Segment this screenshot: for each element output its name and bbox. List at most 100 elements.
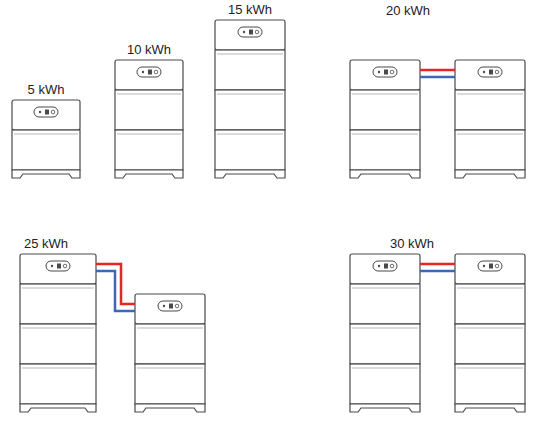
indicator-button: [154, 70, 158, 74]
power-module: [12, 100, 80, 130]
indicator-dot: [243, 31, 245, 33]
indicator-dot: [142, 71, 144, 73]
indicator-button: [51, 110, 55, 114]
status-indicator: [137, 67, 161, 77]
battery-module: [455, 90, 525, 130]
power-module: [350, 254, 420, 284]
indicator-icon: [45, 110, 49, 115]
indicator-icon: [489, 70, 493, 75]
status-indicator: [34, 107, 58, 117]
battery-module: [215, 130, 285, 170]
battery-base: [215, 170, 285, 178]
module-seam: [117, 134, 181, 135]
indicator-button: [63, 264, 67, 268]
indicator-icon: [148, 70, 152, 75]
module-seam: [352, 94, 418, 95]
indicator-icon: [57, 264, 61, 269]
capacity-label: 20 kWh: [386, 3, 430, 19]
battery-module: [350, 324, 420, 364]
indicator-dot: [483, 265, 485, 267]
indicator-button: [495, 70, 499, 74]
status-indicator: [238, 27, 262, 37]
power-module: [115, 60, 183, 90]
battery-module: [350, 364, 420, 404]
indicator-dot: [39, 111, 41, 113]
battery-module: [135, 364, 205, 404]
module-seam: [352, 288, 418, 289]
battery-module: [455, 364, 525, 404]
capacity-label: 5 kWh: [28, 82, 65, 98]
battery-base: [115, 170, 183, 178]
battery-base: [350, 404, 420, 412]
capacity-label: 10 kWh: [127, 42, 171, 58]
battery-module: [135, 324, 205, 364]
module-seam: [14, 134, 78, 135]
power-module: [215, 20, 285, 50]
module-seam: [217, 94, 283, 95]
power-cable: [420, 263, 455, 266]
module-seam: [22, 328, 94, 329]
indicator-icon: [384, 264, 388, 269]
module-seam: [137, 328, 203, 329]
battery-base: [455, 170, 525, 178]
indicator-icon: [489, 264, 493, 269]
battery-module: [350, 90, 420, 130]
power-module: [455, 254, 525, 284]
module-seam: [457, 288, 523, 289]
battery-module: [215, 50, 285, 90]
battery-module: [455, 130, 525, 170]
battery-base: [350, 170, 420, 178]
module-seam: [457, 328, 523, 329]
battery-module: [12, 130, 80, 170]
status-indicator: [373, 261, 397, 271]
module-seam: [352, 134, 418, 135]
module-seam: [217, 134, 283, 135]
battery-module: [115, 90, 183, 130]
module-seam: [457, 94, 523, 95]
battery-module: [350, 284, 420, 324]
indicator-dot: [483, 71, 485, 73]
power-cable: [96, 271, 135, 311]
capacity-label: 25 kWh: [24, 236, 68, 252]
indicator-dot: [378, 71, 380, 73]
battery-module: [455, 284, 525, 324]
status-indicator: [158, 301, 182, 311]
power-module: [455, 60, 525, 90]
battery-base: [12, 170, 80, 178]
indicator-button: [495, 264, 499, 268]
power-module: [350, 60, 420, 90]
battery-module: [20, 324, 96, 364]
status-indicator: [373, 67, 397, 77]
indicator-dot: [163, 305, 165, 307]
indicator-icon: [169, 304, 173, 309]
power-cable: [420, 76, 455, 79]
indicator-button: [390, 264, 394, 268]
module-seam: [352, 328, 418, 329]
indicator-icon: [249, 30, 253, 35]
status-indicator: [478, 261, 502, 271]
battery-module: [20, 284, 96, 324]
indicator-button: [175, 304, 179, 308]
battery-module: [455, 324, 525, 364]
module-seam: [457, 134, 523, 135]
battery-base: [135, 404, 205, 412]
module-seam: [22, 288, 94, 289]
module-seam: [352, 368, 418, 369]
battery-base: [20, 404, 96, 412]
indicator-dot: [51, 265, 53, 267]
module-seam: [22, 368, 94, 369]
power-cable: [420, 270, 455, 273]
indicator-dot: [378, 265, 380, 267]
module-seam: [117, 94, 181, 95]
status-indicator: [478, 67, 502, 77]
battery-module: [215, 90, 285, 130]
power-module: [135, 294, 205, 324]
battery-module: [20, 364, 96, 404]
battery-base: [455, 404, 525, 412]
battery-module: [350, 130, 420, 170]
power-module: [20, 254, 96, 284]
module-seam: [217, 54, 283, 55]
capacity-label: 30 kWh: [390, 236, 434, 252]
indicator-icon: [384, 70, 388, 75]
